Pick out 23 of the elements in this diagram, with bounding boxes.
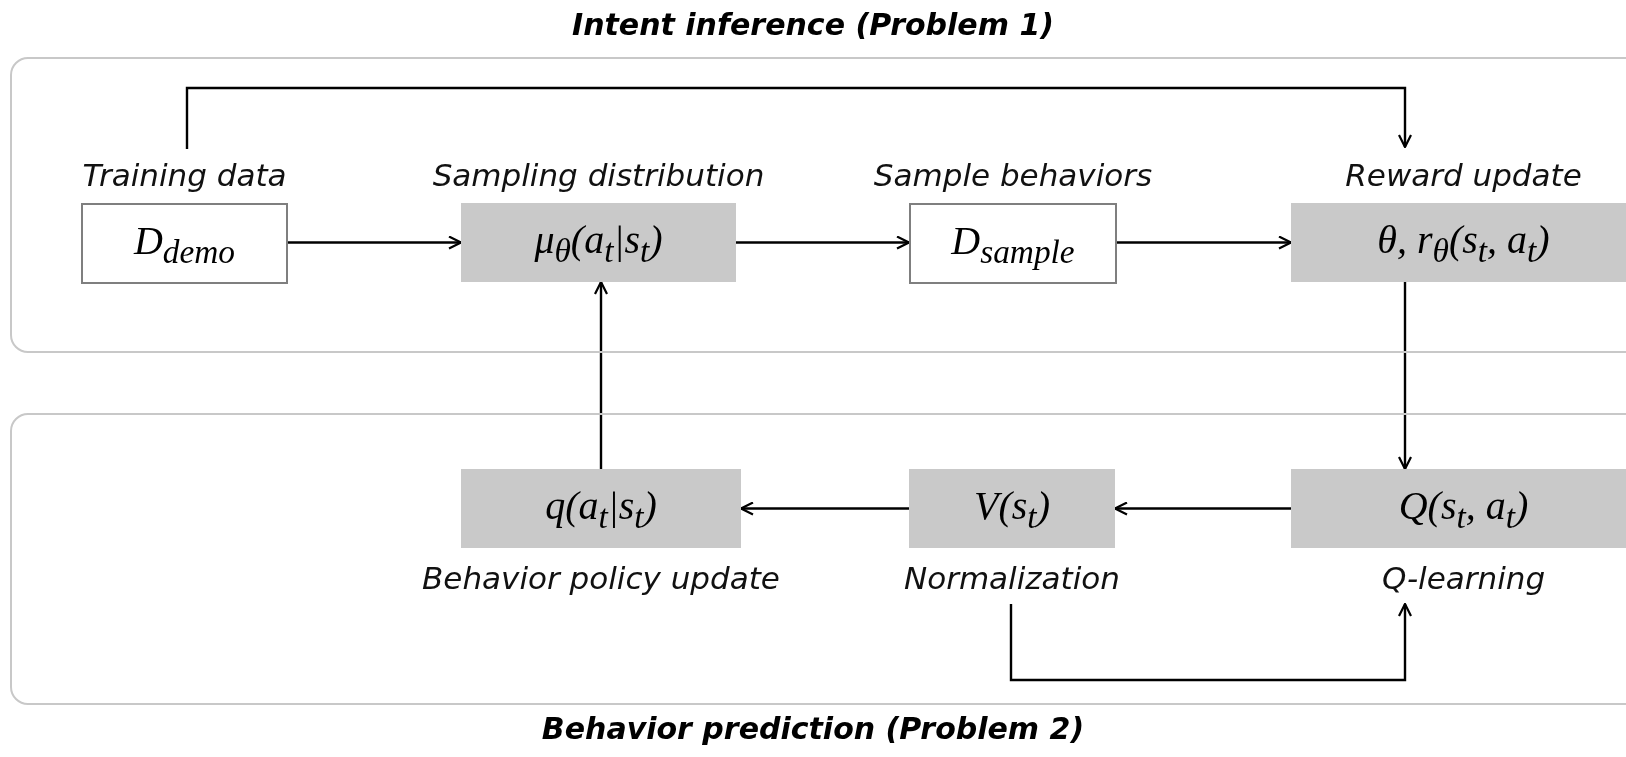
arrow: [185, 86, 1413, 149]
formula: Q(s$_{t}$, a$_{t}$): [1398, 481, 1529, 536]
step-label: Training data: [82, 157, 287, 193]
step-label: Q-learning: [1381, 560, 1546, 596]
arrow: [593, 280, 609, 469]
step-label: Behavior policy update: [422, 560, 780, 596]
formula: V(s$_{t}$): [974, 481, 1050, 536]
step-label: Sampling distribution: [432, 157, 765, 193]
formula: θ, r$_{θ}$(s$_{t}$, a$_{t}$): [1377, 215, 1550, 270]
formula: D$_{demo}$: [133, 216, 236, 271]
step-label: Reward update: [1345, 157, 1582, 193]
arrow: [1397, 282, 1413, 471]
formula: q(a$_{t}$|s$_{t}$): [545, 481, 657, 536]
formula: D$_{sample}$: [951, 216, 1075, 271]
section-title: Intent inference (Problem 1): [570, 7, 1055, 42]
arrow: [288, 235, 463, 250]
arrow: [736, 235, 911, 250]
formula: μ$_{θ}$(a$_{t}$|s$_{t}$): [534, 215, 663, 270]
arrow: [1117, 235, 1293, 250]
step-label: Normalization: [904, 560, 1120, 596]
arrow: [1009, 602, 1413, 682]
step-label: Sample behaviors: [873, 157, 1153, 193]
section-title: Behavior prediction (Problem 2): [540, 711, 1086, 746]
